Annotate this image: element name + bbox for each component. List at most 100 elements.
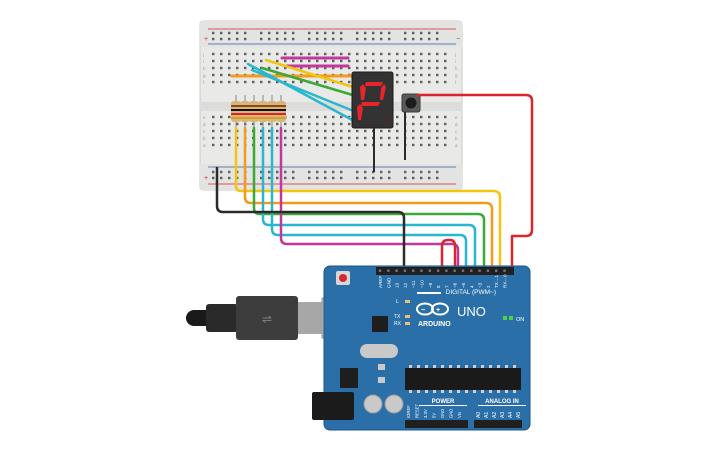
digital-pin-socket[interactable]: [420, 269, 423, 272]
digital-pin-socket[interactable]: [395, 269, 398, 272]
breadboard-hole: [436, 52, 439, 56]
resistor[interactable]: [231, 95, 241, 128]
digital-pin-label: 2: [486, 285, 491, 288]
power-jack[interactable]: [312, 392, 354, 420]
breadboard-hole: [340, 66, 343, 70]
breadboard-hole: [396, 52, 399, 56]
breadboard-hole: [308, 59, 311, 63]
breadboard-hole: [420, 59, 423, 63]
digital-pin-socket[interactable]: [436, 269, 440, 272]
breadboard-hole: [228, 59, 231, 63]
power-header[interactable]: [405, 420, 468, 428]
breadboard-hole: [228, 136, 231, 140]
wire-cyan[interactable]: [261, 126, 477, 270]
wire-magenta[interactable]: [279, 126, 460, 270]
breadboard-hole: [300, 143, 303, 147]
rail-hole: [260, 31, 263, 35]
breadboard-hole: [324, 115, 327, 119]
rail-hole: [260, 37, 263, 41]
rail-hole: [244, 37, 247, 41]
breadboard-hole: [236, 52, 239, 56]
breadboard-hole: [268, 136, 271, 140]
breadboard-hole: [332, 52, 335, 56]
digital-pin-socket[interactable]: [378, 269, 382, 272]
digital-pin-socket[interactable]: [495, 269, 498, 272]
digital-pin-label: 4: [469, 285, 474, 288]
digital-pin-label: RX←0: [503, 274, 508, 288]
row-letter-label: h: [455, 66, 458, 71]
jumper-wire-cyan[interactable]: [246, 62, 358, 124]
digital-pin-socket[interactable]: [387, 269, 390, 272]
wire-red-loop[interactable]: [440, 238, 457, 270]
breadboard-hole: [236, 80, 239, 84]
resistor[interactable]: [267, 95, 277, 128]
rail-hole: [372, 176, 375, 180]
digital-pin-label: ~11: [411, 280, 416, 288]
push-button[interactable]: [401, 93, 421, 160]
rail-hole: [380, 170, 383, 174]
rail-hole: [308, 31, 311, 35]
wire-black-gnd[interactable]: [215, 166, 406, 270]
jumper-wire-green[interactable]: [260, 66, 358, 98]
digital-pin-socket[interactable]: [453, 269, 456, 272]
digital-pin-socket[interactable]: [445, 269, 448, 272]
breadboard-hole: [420, 52, 423, 56]
row-letter-label: g: [203, 73, 206, 78]
breadboard-hole: [316, 115, 319, 119]
digital-pin-socket[interactable]: [412, 269, 415, 272]
digital-header[interactable]: [376, 267, 514, 275]
digital-pin-socket[interactable]: [470, 269, 473, 272]
wire-red-button[interactable]: [416, 93, 534, 270]
breadboard-hole: [420, 73, 423, 77]
wire-green[interactable]: [252, 126, 486, 270]
digital-pin-socket[interactable]: [403, 269, 407, 272]
breadboard-hole: [244, 52, 247, 56]
digital-pin-socket[interactable]: [461, 269, 465, 272]
rail-hole: [268, 31, 271, 35]
breadboard-hole: [228, 73, 231, 77]
rail-hole: [316, 37, 319, 41]
power-pin-label: 5V: [432, 413, 437, 418]
breadboard-hole: [220, 122, 223, 126]
breadboard-hole: [268, 122, 271, 126]
breadboard-hole: [244, 59, 247, 63]
rail-plus-label: +: [204, 36, 208, 43]
breadboard-hole: [420, 122, 423, 126]
rail-hole: [404, 176, 407, 180]
wire-cyan-2[interactable]: [270, 126, 468, 270]
breadboard-hole: [372, 66, 375, 70]
row-letter-label: e: [203, 115, 206, 120]
breadboard-hole: [428, 115, 431, 119]
digital-pin-label: ~5: [461, 282, 466, 288]
rail-plus-label-bottom: +: [204, 175, 208, 182]
analog-header[interactable]: [474, 420, 522, 428]
digital-pin-socket[interactable]: [478, 269, 481, 272]
breadboard-hole: [292, 129, 295, 133]
jumper-wire-cyan[interactable]: [250, 68, 358, 114]
resistor[interactable]: [249, 95, 259, 128]
wire-orange[interactable]: [243, 126, 494, 270]
rail-hole: [436, 176, 439, 180]
digital-label-rule: [417, 292, 441, 294]
jumper-wire-yellow[interactable]: [264, 58, 358, 90]
wire-yellow[interactable]: [234, 126, 502, 270]
breadboard-hole: [316, 80, 319, 84]
resistor[interactable]: [276, 95, 286, 128]
row-letter-label: i: [455, 59, 456, 64]
breadboard-hole: [396, 115, 399, 119]
chip-pin: [513, 365, 516, 368]
breadboard-hole: [364, 59, 367, 63]
row-letter-label: j: [202, 52, 204, 57]
digital-pin-socket[interactable]: [428, 269, 431, 272]
breadboard-hole: [404, 80, 407, 84]
usb-cable[interactable]: ⇌: [186, 296, 345, 340]
digital-pin-socket[interactable]: [486, 269, 490, 272]
resistor[interactable]: [240, 95, 250, 128]
resistor[interactable]: [258, 95, 268, 128]
seven-segment-display[interactable]: [351, 71, 394, 172]
chip-pin: [481, 390, 484, 393]
breadboard-hole: [444, 52, 447, 56]
digital-pin-socket[interactable]: [503, 269, 506, 272]
voltage-regulator: [340, 368, 358, 388]
